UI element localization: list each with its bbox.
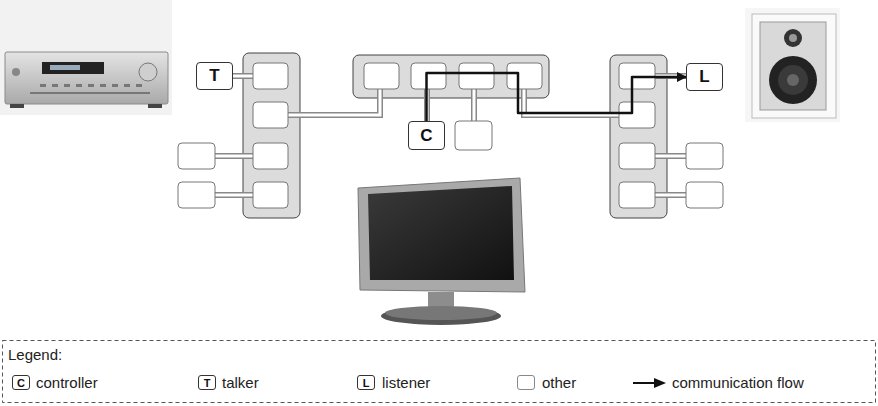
legend-letter: C [17, 377, 25, 389]
legend-sample: C [12, 375, 30, 390]
legend-letter: T [204, 377, 211, 389]
legend-text: talker [222, 374, 259, 392]
legend-letter: L [363, 377, 370, 389]
device-node: L [686, 63, 723, 91]
node-letter: L [699, 67, 709, 87]
node-letter: T [209, 66, 219, 86]
legend-sample: T [198, 375, 216, 390]
legend-text: listener [382, 374, 430, 392]
wires [215, 76, 686, 195]
tv-image [358, 178, 525, 325]
port-boxes [178, 63, 723, 208]
legend-frame [3, 341, 876, 403]
legend-sample [517, 375, 535, 390]
legend-text: controller [36, 374, 98, 392]
device-bands [243, 53, 667, 218]
node-letter: C [420, 126, 432, 146]
receiver-image [0, 0, 172, 115]
device-node: T [196, 62, 233, 90]
legend-heading: Legend: [8, 346, 62, 364]
legend-text: other [542, 374, 576, 392]
legend-arrow-sample [633, 378, 666, 388]
legend-sample: L [357, 375, 375, 390]
legend-text: communication flow [672, 374, 804, 392]
device-node: C [408, 121, 445, 150]
communication-flow [427, 73, 687, 121]
speaker-image [745, 8, 840, 122]
